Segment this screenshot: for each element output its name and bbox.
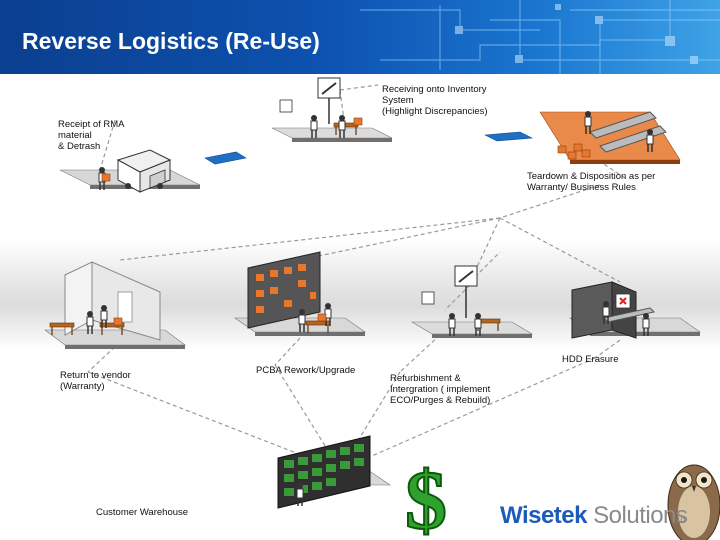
terminal-icon bbox=[279, 99, 293, 113]
refurbishment-station bbox=[410, 265, 534, 338]
teardown-label: Teardown & Disposition as per Warranty/ … bbox=[527, 171, 656, 193]
owl-icon bbox=[667, 464, 720, 540]
dollar-sign-icon: $ bbox=[405, 454, 447, 540]
title-banner: Reverse Logistics (Re-Use) bbox=[0, 0, 720, 74]
shelving-unit-icon bbox=[247, 251, 321, 329]
arrow-icon bbox=[483, 131, 534, 142]
scanner-icon bbox=[454, 265, 478, 318]
flow-arrows bbox=[204, 131, 534, 165]
return-vendor-label: Return to vendor (Warranty) bbox=[60, 370, 131, 392]
slide-title: Reverse Logistics (Re-Use) bbox=[22, 28, 320, 54]
arrow-icon bbox=[204, 151, 247, 165]
return-vendor-station bbox=[44, 261, 186, 349]
refurbishment-label: Refurbishment & Intergration ( implement… bbox=[390, 373, 491, 406]
page-number: 10 bbox=[676, 516, 685, 525]
receiving-label: Receiving onto Inventory System (Highlig… bbox=[382, 84, 488, 117]
hdd-erasure-station bbox=[569, 281, 701, 339]
hdd-erasure-label: HDD Erasure bbox=[562, 354, 619, 365]
pcba-label: PCBA Rework/Upgrade bbox=[256, 365, 356, 376]
pcba-station bbox=[234, 251, 366, 336]
warehouse-station bbox=[277, 435, 391, 509]
receipt-station bbox=[59, 149, 201, 193]
terminal-icon bbox=[421, 291, 435, 305]
teardown-station bbox=[539, 110, 681, 164]
logo-suffix: Solutions bbox=[587, 502, 688, 529]
scanner-icon bbox=[317, 77, 341, 124]
receipt-label: Receipt of RMA material & Detrash bbox=[58, 119, 125, 152]
circuit-board-decoration bbox=[360, 0, 720, 74]
truck-icon bbox=[116, 149, 172, 193]
company-logo: Wisetek Solutions bbox=[500, 502, 688, 530]
flow-connectors bbox=[87, 84, 626, 471]
receiving-station bbox=[271, 77, 393, 142]
warehouse-label: Customer Warehouse bbox=[96, 507, 189, 518]
logo-brand: Wisetek bbox=[500, 502, 588, 529]
